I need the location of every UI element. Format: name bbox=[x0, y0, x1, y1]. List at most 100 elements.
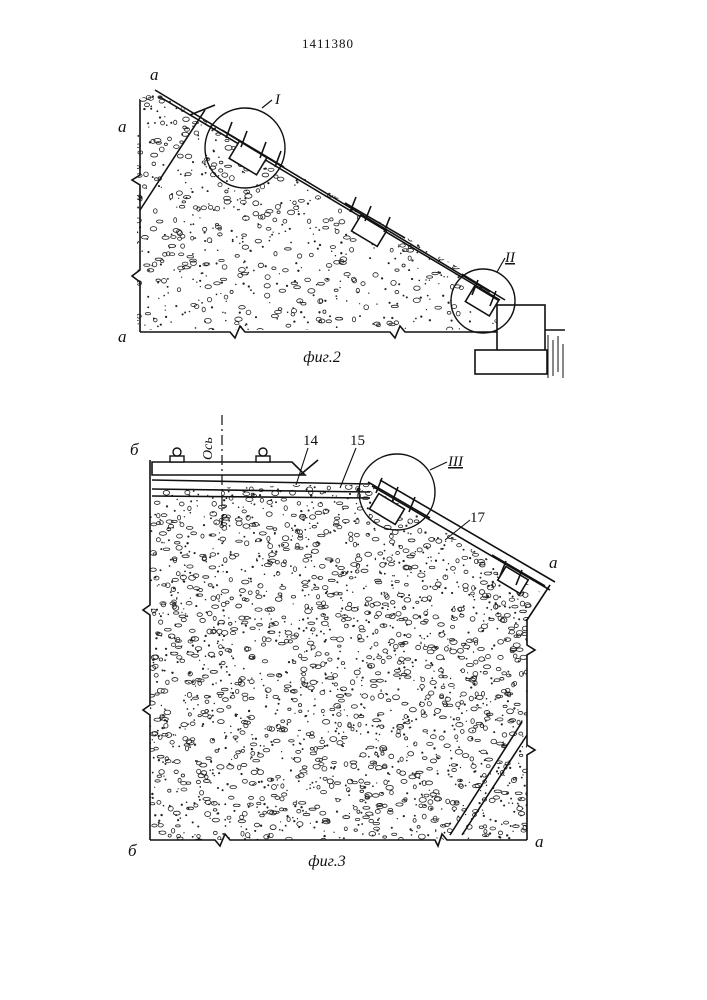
gravel-particle bbox=[335, 565, 337, 567]
gravel-particle bbox=[228, 520, 230, 522]
gravel-particle bbox=[303, 516, 304, 517]
gravel-particle bbox=[429, 146, 435, 148]
gravel-particle bbox=[453, 229, 455, 231]
gravel-particle bbox=[391, 766, 393, 768]
gravel-particle bbox=[418, 195, 419, 196]
gravel-particle bbox=[521, 828, 522, 829]
gravel-particle bbox=[238, 119, 244, 122]
gravel-particle bbox=[485, 149, 492, 152]
gravel-particle bbox=[468, 502, 469, 503]
gravel-particle bbox=[193, 91, 199, 94]
figure-3: Ось б б a a 14 15 17 III фиг.3 bbox=[128, 415, 558, 870]
gravel-particle bbox=[162, 164, 164, 166]
gravel-particle bbox=[406, 296, 408, 298]
gravel-particle bbox=[211, 710, 213, 712]
gravel-particle bbox=[288, 661, 290, 663]
gravel-particle bbox=[392, 627, 394, 629]
gravel-particle bbox=[147, 296, 149, 298]
gravel-particle bbox=[411, 198, 415, 203]
gravel-particle bbox=[485, 519, 491, 523]
gravel-particle bbox=[539, 734, 541, 736]
gravel-particle bbox=[436, 754, 438, 756]
gravel-particle bbox=[338, 142, 345, 147]
gravel-particle bbox=[495, 719, 497, 721]
gravel-particle bbox=[466, 658, 468, 660]
gravel-particle bbox=[176, 791, 178, 793]
gravel-particle bbox=[538, 588, 544, 593]
gravel-particle bbox=[455, 493, 459, 497]
gravel-particle bbox=[426, 309, 427, 310]
gravel-particle bbox=[262, 93, 267, 98]
gravel-particle bbox=[442, 241, 444, 243]
gravel-particle bbox=[307, 721, 309, 723]
gravel-particle bbox=[416, 773, 417, 774]
gravel-particle bbox=[184, 728, 185, 729]
gravel-particle bbox=[381, 158, 383, 160]
gravel-particle bbox=[468, 490, 470, 492]
gravel-particle bbox=[151, 265, 153, 267]
gravel-particle bbox=[538, 728, 540, 730]
gravel-particle bbox=[482, 536, 484, 538]
gravel-particle bbox=[169, 247, 170, 248]
gravel-particle bbox=[383, 544, 385, 546]
gravel-particle bbox=[314, 486, 316, 488]
gravel-particle bbox=[223, 615, 225, 617]
gravel-particle bbox=[198, 138, 200, 140]
gravel-particle bbox=[418, 333, 420, 335]
gravel-particle bbox=[174, 510, 176, 512]
gravel-particle bbox=[314, 566, 316, 568]
gravel-particle bbox=[244, 172, 245, 173]
gravel-particle bbox=[513, 811, 515, 813]
gravel-particle bbox=[229, 95, 231, 97]
gravel-particle bbox=[532, 636, 537, 641]
gravel-particle bbox=[203, 524, 205, 526]
gravel-particle bbox=[451, 320, 453, 322]
gravel-particle bbox=[157, 634, 159, 636]
gravel-particle bbox=[488, 177, 489, 178]
gravel-particle bbox=[390, 93, 393, 97]
gravel-particle bbox=[376, 210, 382, 213]
gravel-particle bbox=[302, 519, 304, 521]
gravel-particle bbox=[416, 831, 417, 832]
gravel-particle bbox=[241, 93, 243, 95]
gravel-particle bbox=[406, 174, 409, 178]
gravel-particle bbox=[319, 269, 321, 271]
gravel-particle bbox=[182, 580, 183, 581]
gravel-particle bbox=[417, 174, 422, 176]
gravel-particle bbox=[303, 213, 305, 215]
gravel-particle bbox=[291, 143, 298, 147]
gravel-particle bbox=[201, 173, 203, 175]
gravel-particle bbox=[537, 629, 538, 630]
gravel-particle bbox=[305, 150, 309, 154]
gravel-particle bbox=[305, 811, 306, 812]
gravel-particle bbox=[330, 91, 332, 93]
gravel-particle bbox=[231, 759, 232, 760]
gravel-particle bbox=[512, 726, 514, 728]
gravel-particle bbox=[235, 713, 237, 715]
gravel-particle bbox=[136, 242, 138, 244]
gravel-particle bbox=[291, 572, 293, 574]
gravel-particle bbox=[542, 655, 548, 659]
gravel-particle bbox=[307, 617, 309, 619]
gravel-particle bbox=[242, 241, 244, 243]
gravel-particle bbox=[481, 763, 483, 765]
gravel-particle bbox=[361, 812, 363, 814]
gravel-particle bbox=[147, 122, 149, 124]
gravel-particle bbox=[372, 785, 374, 787]
gravel-particle bbox=[472, 576, 474, 578]
gravel-particle bbox=[518, 494, 523, 497]
gravel-particle bbox=[217, 250, 219, 252]
gravel-particle bbox=[351, 183, 357, 187]
gravel-particle bbox=[299, 620, 300, 621]
gravel-particle bbox=[308, 539, 310, 541]
gravel-particle bbox=[297, 270, 299, 272]
gravel-particle bbox=[466, 182, 473, 185]
gravel-particle bbox=[307, 710, 309, 712]
gravel-particle bbox=[347, 715, 348, 716]
gravel-particle bbox=[398, 246, 400, 248]
gravel-particle bbox=[480, 572, 482, 574]
gravel-particle bbox=[199, 280, 201, 282]
gravel-particle bbox=[392, 544, 394, 546]
gravel-particle bbox=[526, 542, 528, 544]
gravel-particle bbox=[490, 701, 491, 702]
